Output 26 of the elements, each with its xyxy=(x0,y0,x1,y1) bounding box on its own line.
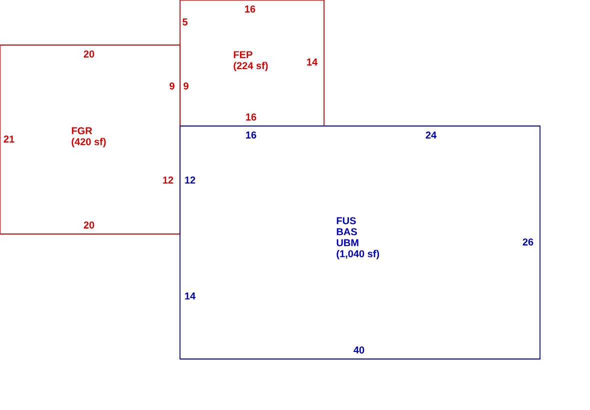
dimension-label: 12 xyxy=(163,176,174,184)
dimension-label: 20 xyxy=(84,221,94,229)
dimension-label: 12 xyxy=(185,176,196,184)
room-label: FUS BAS UBM (1,040 sf) xyxy=(336,217,380,260)
node-label: BAS xyxy=(336,228,357,236)
dimension-label: 40 xyxy=(354,346,364,354)
node-label: FUS xyxy=(336,217,356,224)
dimension-label: 24 xyxy=(426,132,436,138)
dimension-label: 20 xyxy=(84,50,94,58)
dimension-label: 16 xyxy=(245,5,256,13)
room-box xyxy=(180,0,324,126)
dimension-label: 5 xyxy=(182,18,188,26)
room-label: FEP (224 sf) xyxy=(234,51,268,72)
node-label: UBM xyxy=(336,239,358,246)
room-label: FGR (420 sf) xyxy=(72,127,106,148)
dimension-label: 9 xyxy=(170,82,174,90)
dimension-label: 14 xyxy=(307,58,318,66)
dimension-label: 16 xyxy=(246,113,256,121)
dimension-label: 26 xyxy=(522,238,534,246)
dimension-label: 9 xyxy=(184,82,188,90)
dimension-label: 16 xyxy=(246,131,256,139)
dimension-label: 21 xyxy=(4,136,14,142)
node-label: (1,040 sf) xyxy=(336,250,380,260)
dimension-label: 14 xyxy=(185,292,196,300)
room-box xyxy=(180,126,540,360)
room-box xyxy=(0,44,180,234)
